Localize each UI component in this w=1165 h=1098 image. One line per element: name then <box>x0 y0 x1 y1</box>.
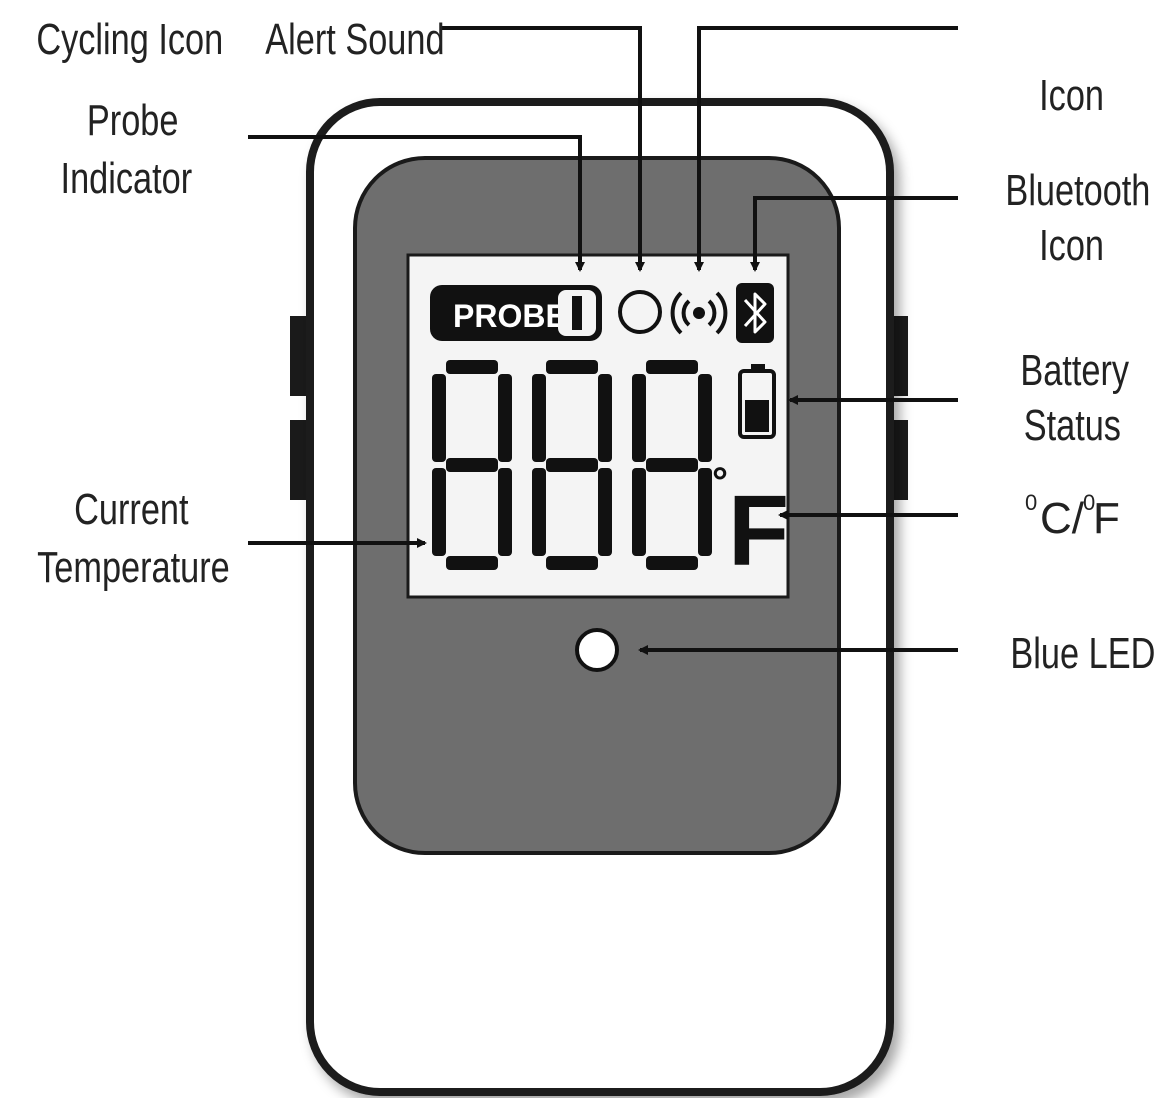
digit-segment-g <box>446 458 498 472</box>
label-blue-led: Blue LED <box>1010 629 1155 678</box>
digit-segment-a <box>446 360 498 374</box>
digit-segment-e <box>532 468 546 556</box>
label-battery-line1: Battery <box>1020 346 1129 395</box>
digit-segment-f <box>432 374 446 462</box>
current-temperature-digits <box>432 360 712 570</box>
bluetooth-icon <box>736 283 774 343</box>
callout-line-alert <box>694 26 958 272</box>
callout-line-bluetooth <box>750 196 958 272</box>
digit-segment-b <box>498 374 512 462</box>
digit-segment-c <box>598 468 612 556</box>
label-current-line2: Temperature <box>37 543 230 592</box>
battery-icon <box>738 364 776 439</box>
digit-segment-f <box>532 374 546 462</box>
label-unit-deg-f: 0 <box>1083 490 1095 515</box>
digit-segment-c <box>498 468 512 556</box>
label-bluetooth-line1: Bluetooth <box>1005 166 1150 215</box>
digit-segment-d <box>446 556 498 570</box>
label-cycling-icon: Cycling Icon <box>36 15 223 64</box>
digit-segment-b <box>698 374 712 462</box>
digit-segment-b <box>598 374 612 462</box>
lcd-unit-f: F <box>728 475 789 587</box>
digit-segment-d <box>646 556 698 570</box>
label-unit: 0 C/ 0 F <box>1025 490 1120 543</box>
digit-segment-c <box>698 468 712 556</box>
digit-segment-e <box>632 468 646 556</box>
digit-segment-g <box>646 458 698 472</box>
probe-number-bar <box>572 296 582 330</box>
label-unit-deg-c: 0 <box>1025 490 1037 515</box>
digit-segment-f <box>632 374 646 462</box>
alert-sound-icon <box>670 291 728 335</box>
digit-segment-e <box>432 468 446 556</box>
label-bluetooth-line2: Icon <box>1039 221 1104 270</box>
digit-segment-g <box>546 458 598 472</box>
label-icon-right-top: Icon <box>1039 71 1104 120</box>
probe-label-text: PROBE <box>453 298 567 334</box>
cycling-icon <box>618 290 662 334</box>
lcd-degree-symbol: ° <box>712 460 728 504</box>
probe-indicator: PROBE <box>430 285 602 341</box>
label-current-line1: Current <box>74 485 188 534</box>
digit-segment-a <box>546 360 598 374</box>
label-battery-line2: Status <box>1024 401 1121 450</box>
label-unit-f: F <box>1093 494 1120 543</box>
lcd-digit <box>632 360 712 570</box>
callout-line-probe <box>248 135 585 272</box>
digit-segment-a <box>646 360 698 374</box>
label-unit-c: C/ <box>1040 494 1085 543</box>
callout-line-cycling <box>440 26 645 272</box>
callout-lines <box>248 26 958 655</box>
lcd-digit <box>432 360 512 570</box>
lcd-digit <box>532 360 612 570</box>
label-probe-line1: Probe <box>87 96 179 145</box>
label-probe-line2: Indicator <box>61 154 193 203</box>
label-alert-sound: Alert Sound <box>265 15 444 64</box>
blue-led <box>575 628 619 672</box>
digit-segment-d <box>546 556 598 570</box>
